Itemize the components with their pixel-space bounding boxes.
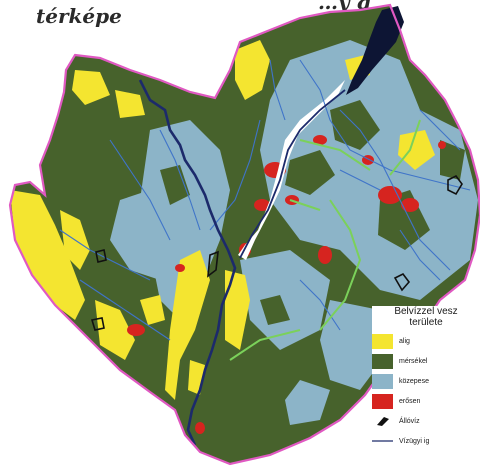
legend-label-standing-water: Állóvíz — [399, 417, 420, 425]
map-title-fragment: …y g — [318, 0, 371, 14]
high-risk-swatch — [372, 393, 393, 409]
low-risk-zones — [10, 40, 435, 400]
legend-label-boundary: Vízügyi ig — [399, 437, 430, 445]
legend-item-standing-water: Állóvíz — [372, 411, 480, 431]
upper-river — [239, 89, 346, 259]
legend-item-high: erősen — [372, 391, 480, 411]
legend-label-low: alig — [399, 337, 410, 345]
legend-item-medium: közepese — [372, 371, 480, 391]
map-title: térképe — [36, 4, 122, 28]
low-risk-swatch — [372, 333, 393, 349]
moderate-risk-patches — [160, 100, 465, 325]
legend-title-line2: területe — [409, 317, 443, 328]
standing-water-icon — [372, 414, 393, 429]
road-network — [229, 119, 421, 361]
canal-network — [59, 59, 471, 341]
lake — [346, 6, 404, 95]
legend-label-high: erősen — [399, 397, 421, 405]
legend-item-moderate: mérsékel — [372, 351, 480, 371]
standing-water-outlines — [90, 174, 463, 331]
main-river — [138, 79, 237, 446]
legend-title-line1: Belvízzel vesz — [394, 306, 458, 317]
legend-item-low: alig — [372, 331, 480, 351]
moderate-risk-swatch — [372, 353, 393, 369]
legend-label-medium: közepese — [399, 377, 429, 385]
legend: Belvízzel vesz területe alig mérsékel kö… — [372, 306, 480, 472]
medium-risk-swatch — [372, 373, 393, 389]
legend-label-moderate: mérsékel — [399, 357, 428, 365]
boundary-line-icon — [372, 434, 393, 449]
legend-item-boundary: Vízügyi ig — [372, 431, 480, 451]
